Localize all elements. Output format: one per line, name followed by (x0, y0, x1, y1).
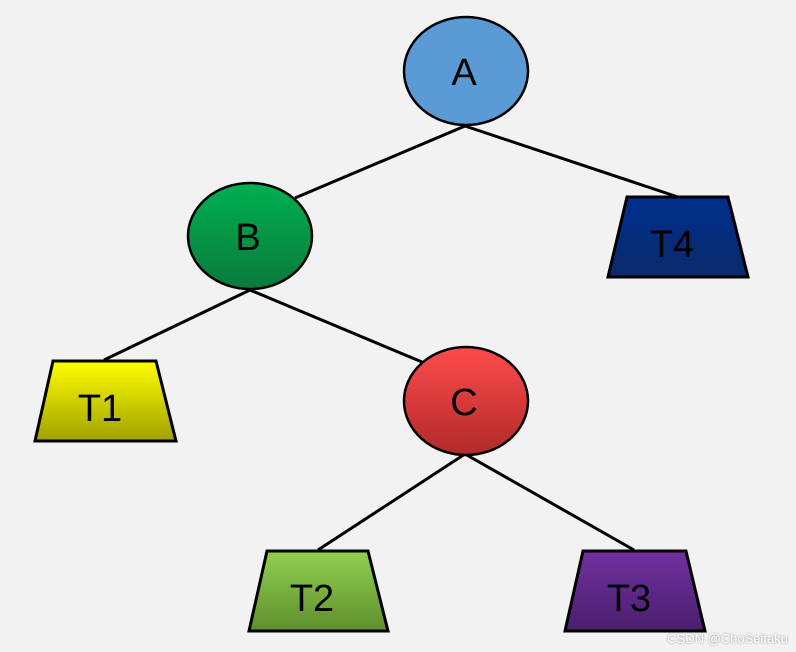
edge-c-t2 (317, 452, 466, 552)
leaf-t2-label: T2 (290, 578, 334, 620)
node-a-label: A (451, 52, 477, 94)
node-b: B (186, 181, 314, 291)
node-c: C (402, 345, 530, 457)
node-b-label: B (235, 217, 260, 259)
leaf-t3-label: T3 (607, 578, 651, 620)
leaf-t1-shape (33, 359, 178, 443)
watermark: CSDN @ChoSeitaku (667, 631, 788, 646)
node-b-shape (186, 181, 314, 291)
leaf-t3: T3 (563, 549, 707, 633)
edge-c-t3 (464, 452, 635, 552)
leaf-t4: T4 (606, 195, 750, 279)
leaf-t1: T1 (33, 359, 178, 443)
leaf-t2: T2 (247, 549, 390, 633)
node-a-shape (402, 15, 530, 127)
node-a: A (402, 15, 530, 127)
leaf-t2-shape (247, 549, 390, 633)
edge-b-t1 (103, 288, 251, 362)
leaf-t4-label: T4 (650, 224, 694, 266)
node-c-shape (402, 345, 530, 457)
edge-a-b (294, 124, 466, 200)
edge-a-t4 (464, 124, 679, 199)
edge-b-c (249, 288, 423, 364)
tree-edges (103, 124, 679, 552)
leaf-t3-shape (563, 549, 707, 633)
leaf-t4-shape (606, 195, 750, 279)
node-c-label: C (450, 382, 477, 424)
leaf-t1-label: T1 (78, 388, 122, 430)
